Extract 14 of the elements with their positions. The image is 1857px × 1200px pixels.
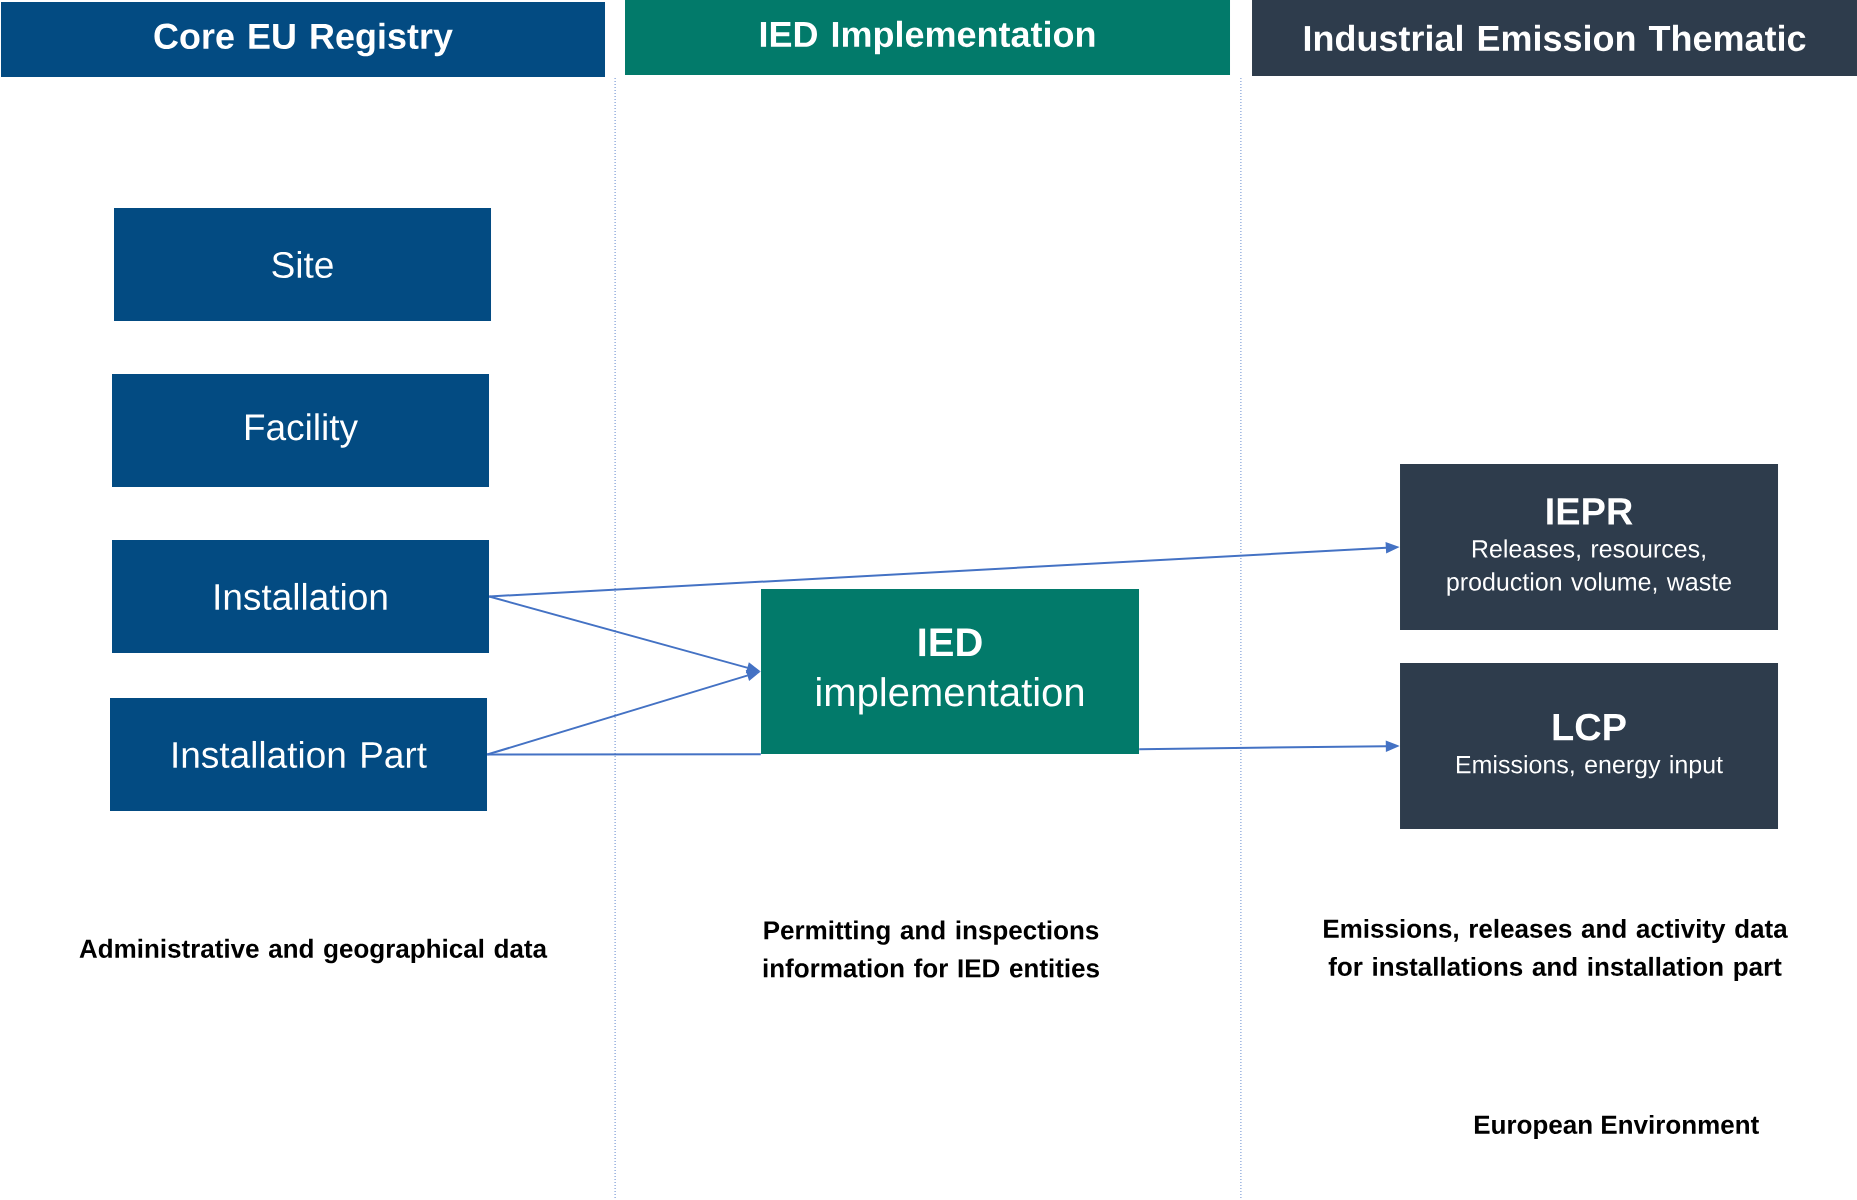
column-header: Industrial Emission Thematic (1252, 0, 1857, 76)
entity-box: Site (114, 208, 491, 321)
caption-text: European Environment (1474, 1114, 1759, 1140)
caption-text: Permitting and inspections information for IED entities (763, 920, 1099, 978)
caption-text: Emissions, releases and activity data for installations and installation part (1324, 918, 1788, 982)
entity-box: Installation Part (110, 698, 487, 811)
caption-text: Administrative and geographical data (79, 938, 548, 964)
column-header: IED Implementation (625, 0, 1230, 75)
dataset-box: LCP Emissions, energy input (1400, 663, 1778, 829)
dataset-box: IEPR Releases, resources, production volume, waste (1400, 464, 1778, 630)
process-box: IED implementation (761, 589, 1139, 754)
column-header: Core EU Registry (1, 2, 605, 77)
entity-box: Installation (112, 540, 489, 653)
entity-box: Facility (112, 374, 489, 487)
